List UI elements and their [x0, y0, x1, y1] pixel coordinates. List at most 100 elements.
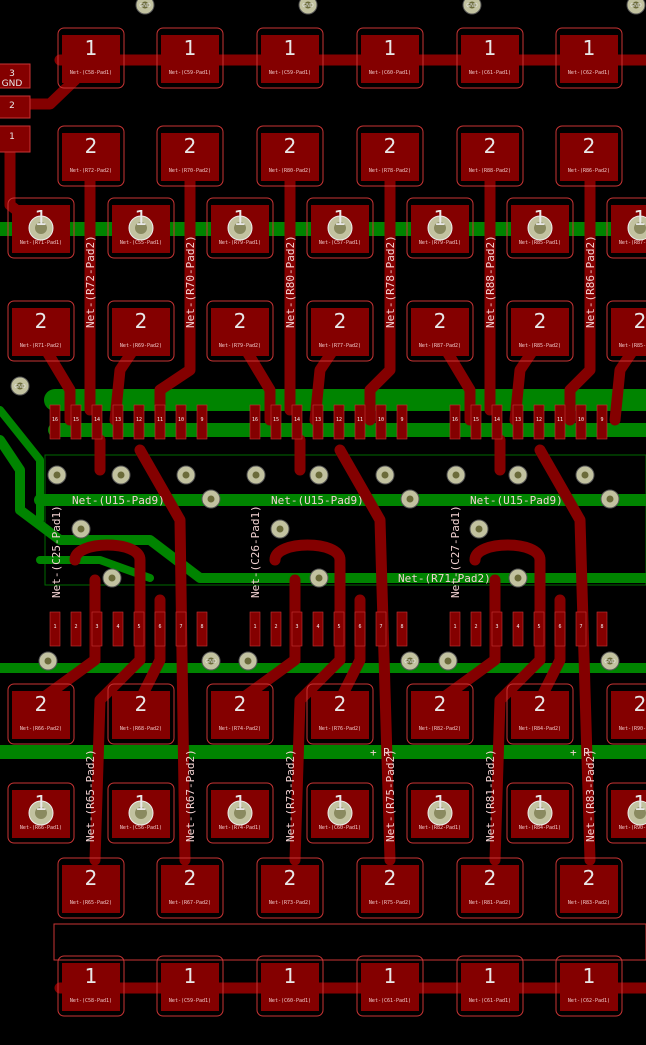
via[interactable] [38, 651, 58, 671]
ic-pin-pad[interactable]: 5 [133, 611, 145, 647]
ic-pin-pad[interactable]: 9 [196, 404, 208, 440]
ic-pin-pad[interactable]: 2 [270, 611, 282, 647]
ic-pin-pad[interactable]: 10 [575, 404, 587, 440]
ic-pin-pad[interactable]: 11 [154, 404, 166, 440]
via[interactable] [438, 651, 458, 671]
via[interactable] [375, 465, 395, 485]
ic-pin-pad[interactable]: 3 [91, 611, 103, 647]
ic-pin-pad[interactable]: 14 [291, 404, 303, 440]
ic-pin-pad[interactable]: 1 [249, 611, 261, 647]
ic-pin-pad[interactable]: 11 [554, 404, 566, 440]
via[interactable] [600, 489, 620, 509]
ic-pin-pad[interactable]: 15 [470, 404, 482, 440]
ic-pin-pad[interactable]: 8 [196, 611, 208, 647]
via[interactable] [309, 568, 329, 588]
ic-pin-pad[interactable]: 15 [270, 404, 282, 440]
via[interactable] [102, 568, 122, 588]
ic-pin-pad[interactable]: 12 [133, 404, 145, 440]
ic-pin-pad[interactable]: 3 [491, 611, 503, 647]
ic-pin-pad[interactable]: 14 [91, 404, 103, 440]
ic-pin-pad[interactable]: 5 [533, 611, 545, 647]
via[interactable] [400, 489, 420, 509]
via[interactable] [238, 651, 258, 671]
via[interactable]: GND [600, 651, 620, 671]
ic-pin-pad[interactable]: 12 [533, 404, 545, 440]
ic-pin-pad[interactable]: 13 [112, 404, 124, 440]
via[interactable] [201, 489, 221, 509]
ic-pin-pad[interactable]: 4 [312, 611, 324, 647]
ic-pin-pad[interactable]: 14 [491, 404, 503, 440]
ic-pin-pad[interactable]: 9 [596, 404, 608, 440]
ic-pin-pad[interactable]: 5 [333, 611, 345, 647]
ic-pin-pad[interactable]: 1 [49, 611, 61, 647]
via[interactable] [176, 465, 196, 485]
via[interactable] [508, 568, 528, 588]
via[interactable]: GND [462, 0, 482, 15]
via[interactable]: GND [626, 0, 646, 15]
ic-pin-pad[interactable]: 7 [375, 611, 387, 647]
via[interactable] [508, 465, 528, 485]
ic-pin-pad[interactable]: 6 [554, 611, 566, 647]
ic-pin-pad[interactable]: 4 [112, 611, 124, 647]
ic-pin-pad[interactable]: 7 [175, 611, 187, 647]
ic-pin-pad[interactable]: 2 [70, 611, 82, 647]
ic-pin-pad[interactable]: 9 [396, 404, 408, 440]
ic-pin-pad[interactable]: 16 [449, 404, 461, 440]
ic-pin-pad[interactable]: 2 [470, 611, 482, 647]
ic-pin-pad[interactable]: 7 [575, 611, 587, 647]
via[interactable]: GND [135, 0, 155, 15]
ic-pin-pad[interactable]: 13 [312, 404, 324, 440]
via[interactable]: GND [298, 0, 318, 15]
via[interactable]: GND [400, 651, 420, 671]
ic-pin-pad[interactable]: 15 [70, 404, 82, 440]
ic-pin-pad[interactable]: 8 [596, 611, 608, 647]
ic-pin-pad[interactable]: 3 [291, 611, 303, 647]
ic-pin-pad[interactable]: 13 [512, 404, 524, 440]
connector-j1[interactable]: 3 GND 2 1 [0, 63, 31, 153]
via[interactable] [246, 465, 266, 485]
ic-pin-pad[interactable]: 6 [354, 611, 366, 647]
ic-pin-pad[interactable]: 10 [375, 404, 387, 440]
